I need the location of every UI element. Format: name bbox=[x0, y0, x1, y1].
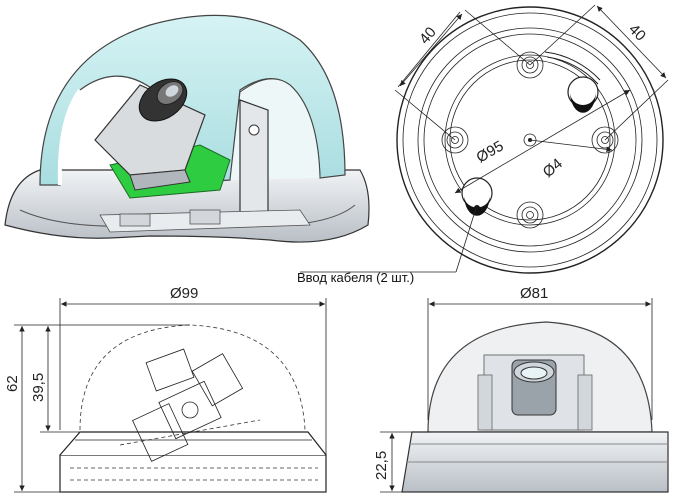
dim-height-39-5: 39,5 bbox=[30, 373, 47, 402]
top-view bbox=[300, 4, 669, 274]
side-lens bbox=[511, 359, 557, 416]
dim-height-62: 62 bbox=[4, 375, 21, 392]
front-view bbox=[14, 298, 327, 493]
lens bbox=[138, 78, 188, 122]
bracket bbox=[239, 99, 269, 216]
dim-dia-81: Ø81 bbox=[520, 285, 548, 302]
dim-40-right: 40 bbox=[625, 21, 649, 45]
front-internal-camera bbox=[119, 348, 261, 462]
dim-height-22-5: 22,5 bbox=[373, 451, 390, 480]
side-view bbox=[380, 298, 669, 493]
mount-boss-top bbox=[516, 51, 544, 79]
cable-entry-label: Ввод кабеля (2 шт.) bbox=[297, 270, 414, 285]
dim-dia-99: Ø99 bbox=[170, 285, 198, 302]
isometric-cutaway-view bbox=[4, 14, 370, 243]
mount-boss-bottom bbox=[516, 201, 544, 229]
